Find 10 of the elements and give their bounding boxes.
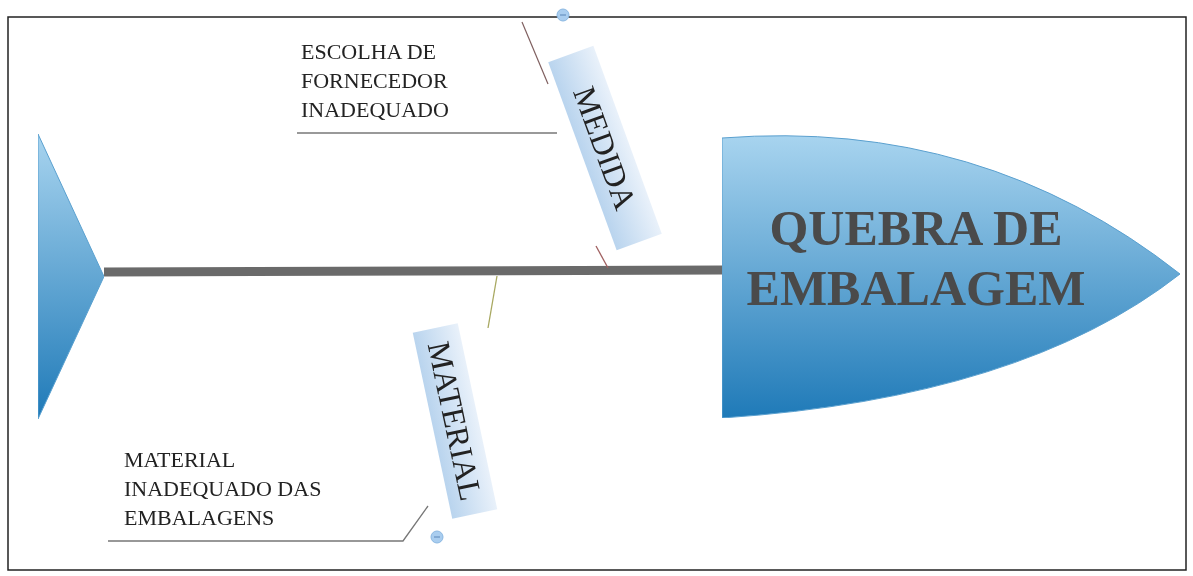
bone-line (296, 132, 558, 134)
bone-line (107, 505, 429, 542)
spine-line (104, 265, 722, 277)
fish-tail-shape (38, 134, 104, 419)
cause-label: MATERIAL INADEQUADO DAS EMBALAGENS (124, 446, 323, 532)
effect-title: QUEBRA DE EMBALAGEM (745, 199, 1087, 318)
bone-line (595, 245, 609, 269)
cause-label: ESCOLHA DE FORNECEDOR INADEQUADO (301, 38, 450, 124)
bone-line (487, 275, 498, 329)
category-label: MATERIAL (420, 338, 490, 504)
